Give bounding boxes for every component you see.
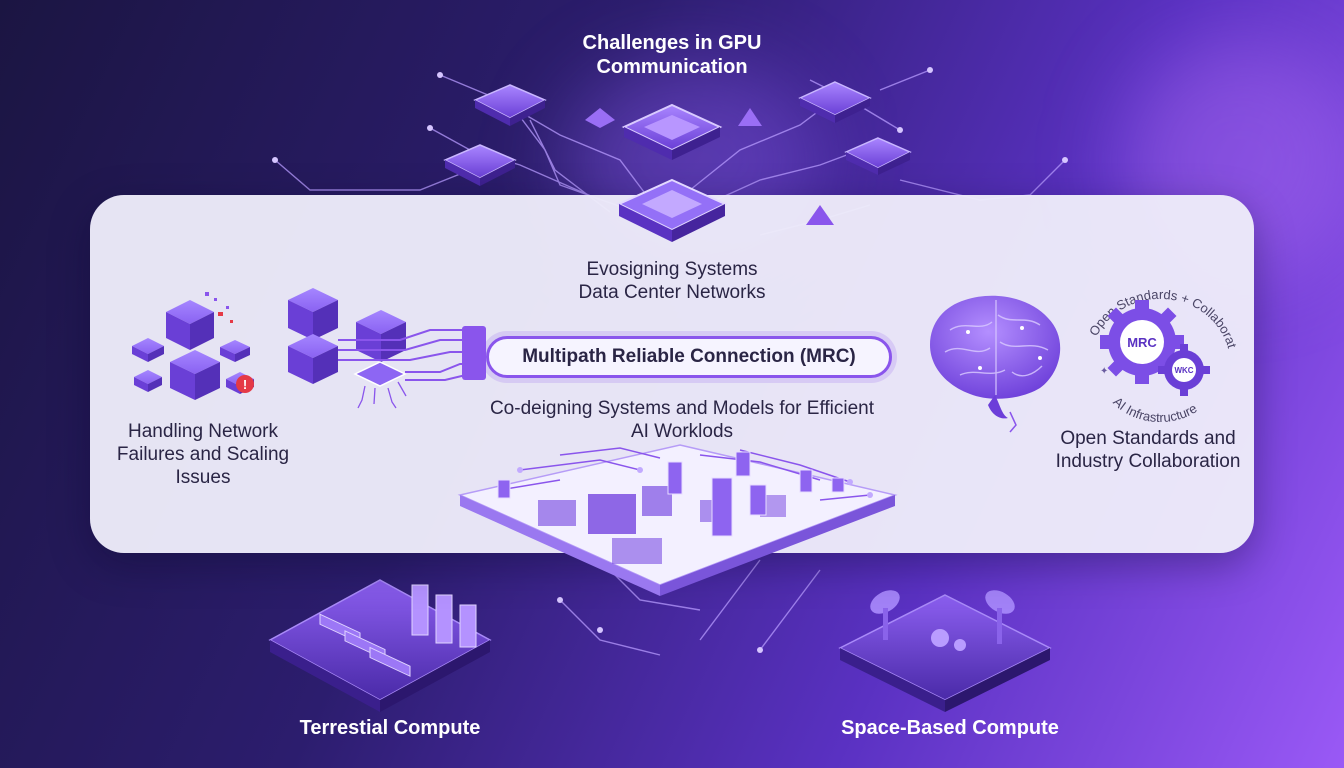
- terrestrial-compute-label: Terrestial Compute: [299, 717, 481, 739]
- gpu-chip-icon: [621, 103, 723, 160]
- trace-nodes: [272, 67, 1068, 653]
- satellite-dish-icon: [870, 590, 900, 640]
- open-standards-label: Open Standards and Industry Collaboratio…: [1055, 428, 1241, 472]
- page-title: Challenges in GPU Communication: [582, 32, 762, 78]
- mrc-connection-pill: Multipath Reliable Connection (MRC): [486, 336, 892, 378]
- terrestrial-compute-platform: [268, 579, 492, 712]
- satellite-dish-icon: [985, 590, 1015, 644]
- gpu-chip-icon: [473, 84, 547, 126]
- gpu-chip-icon: [443, 144, 517, 186]
- server-rack-icon: [411, 584, 477, 648]
- evolving-systems-label: Evosigning Systems Data Center Networks: [578, 259, 766, 303]
- gpu-chip-icon: [798, 81, 872, 123]
- space-based-compute-label: Space-Based Compute: [841, 717, 1059, 739]
- network-failures-label: Handling Network Failures and Scaling Is…: [116, 421, 290, 488]
- gpu-chip-icon: [844, 137, 912, 175]
- space-based-compute-platform: [838, 590, 1052, 712]
- mrc-label: Multipath Reliable Connection (MRC): [522, 346, 856, 367]
- codesign-label: Co-deigning Systems and Models for Effic…: [489, 398, 875, 442]
- pyramid-icon: [585, 108, 762, 128]
